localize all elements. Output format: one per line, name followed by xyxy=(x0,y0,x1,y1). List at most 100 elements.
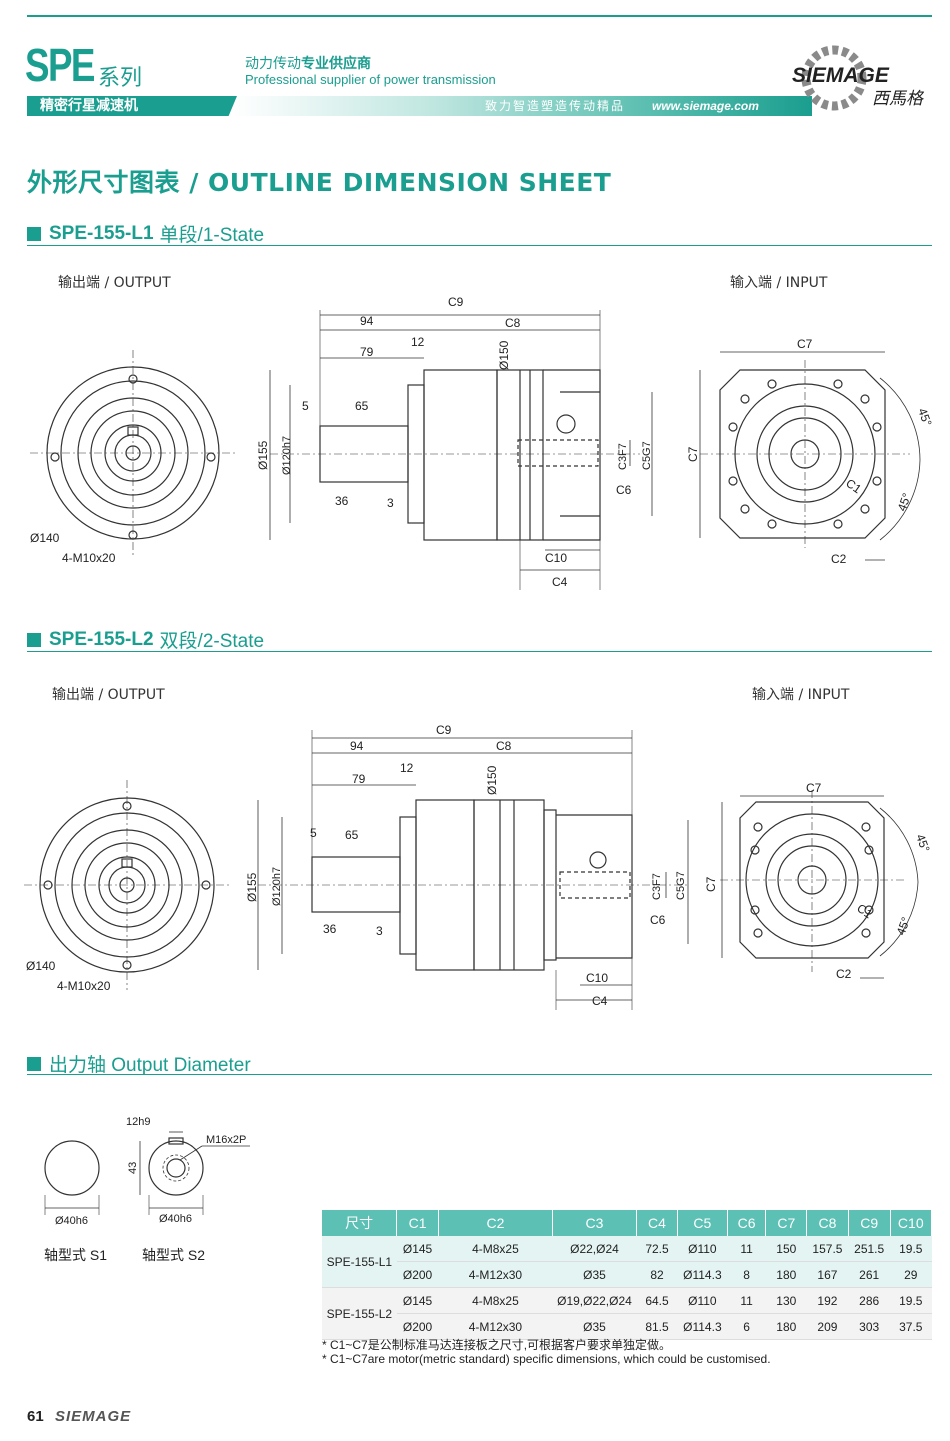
l2-c10: C10 xyxy=(586,971,608,985)
table-cell: 157.5 xyxy=(806,1236,849,1262)
l2-d150: Ø150 xyxy=(485,765,499,795)
l2-c9: C9 xyxy=(436,723,452,737)
sheet-title: 外形尺寸图表 / OUTLINE DIMENSION SHEET xyxy=(27,168,612,197)
website-link[interactable]: www.siemage.com xyxy=(652,99,759,113)
shaft-s2-label: 轴型式 S2 xyxy=(142,1247,205,1263)
table-cell: 72.5 xyxy=(636,1236,678,1262)
l2-c2: C2 xyxy=(836,967,852,981)
supplier-cn-a: 动力传动 xyxy=(245,56,301,72)
l2-side-view xyxy=(257,730,689,1010)
top-rule xyxy=(27,15,932,17)
header-gradient-band xyxy=(232,96,812,116)
note-en: * C1~C7are motor(metric standard) specif… xyxy=(322,1352,771,1366)
table-cell: 192 xyxy=(806,1287,849,1314)
table-cell: Ø114.3 xyxy=(677,1313,728,1340)
l2-output-label: 输出端 / OUTPUT xyxy=(52,687,165,703)
table-cell: 180 xyxy=(765,1261,807,1288)
l2-d36: 36 xyxy=(323,922,337,936)
section-l1-rule xyxy=(27,245,932,246)
section-shaft-title: 出力轴 Output Diameter xyxy=(49,1055,251,1076)
section-shaft-heading: 出力轴 Output Diameter xyxy=(27,1050,251,1077)
l1-c7-top: C7 xyxy=(797,337,813,351)
table-cell: Ø200 xyxy=(396,1261,439,1288)
table-cell: 4-M12x30 xyxy=(438,1261,553,1288)
footer-brand: SIEMAGE xyxy=(55,1408,132,1425)
l1-c9: C9 xyxy=(448,295,464,309)
table-cell: 6 xyxy=(727,1313,766,1340)
l2-d65: 65 xyxy=(345,828,359,842)
table-model-cell: SPE-155-L1 xyxy=(322,1236,397,1288)
note-cn: * C1~C7是公制标准马达连接板之尺寸,可根据客户要求单独定做。 xyxy=(322,1338,672,1352)
l2-angle-top: 45° xyxy=(913,832,932,854)
l1-input-label: 输入端 / INPUT xyxy=(730,275,828,291)
shaft-drawing: 12h9 M16x2P 43 Ø40h6 Ø40h6 轴型式 S1 轴型式 S2 xyxy=(44,1116,250,1263)
shaft-s1-dia: Ø40h6 xyxy=(55,1215,88,1227)
table-header: C4 xyxy=(636,1210,678,1236)
section-marker xyxy=(27,1056,41,1071)
l2-angle-bottom: 45° xyxy=(894,915,913,937)
table-cell: 4-M8x25 xyxy=(438,1236,553,1262)
table-cell: 37.5 xyxy=(890,1313,932,1340)
table-cell: Ø110 xyxy=(677,1236,728,1262)
l1-angle-top: 45° xyxy=(915,406,934,428)
table-cell: Ø200 xyxy=(396,1313,439,1340)
l2-c6: C6 xyxy=(650,913,666,927)
table-cell: 303 xyxy=(848,1313,891,1340)
logo-cn: 西馬格 xyxy=(872,89,925,108)
l1-d150: Ø150 xyxy=(497,340,511,370)
l1-c3: C3F7 xyxy=(617,443,629,470)
l1-input-face-view xyxy=(699,351,921,561)
page-number: 61 xyxy=(27,1408,44,1425)
table-row: Ø200 4-M12x30 Ø35 81.5 Ø114.3 6 180 209 … xyxy=(322,1313,932,1340)
table-cell: 4-M12x30 xyxy=(438,1313,553,1340)
l1-d94: 94 xyxy=(360,314,374,328)
l2-d12: 12 xyxy=(400,761,414,775)
l2-d140: Ø140 xyxy=(26,959,56,973)
l2-output-face-view xyxy=(24,780,230,990)
table-model-cell: SPE-155-L2 xyxy=(322,1287,397,1340)
table-header: 尺寸 xyxy=(322,1210,398,1236)
l1-output-label: 输出端 / OUTPUT xyxy=(58,275,171,291)
l2-d120: Ø120h7 xyxy=(271,867,283,906)
l1-d3: 3 xyxy=(387,496,394,510)
l1-d140: Ø140 xyxy=(30,531,60,545)
l1-angle-bottom: 45° xyxy=(895,491,914,513)
table-row: SPE-155-L2 Ø145 4-M8x25 Ø19,Ø22,Ø24 64.5… xyxy=(322,1287,932,1340)
product-type-band: 精密行星减速机 xyxy=(27,96,237,116)
section-l1-model: SPE-155-L1 xyxy=(49,222,154,244)
section-l2-rule xyxy=(27,651,932,652)
table-header-row: 尺寸 C1 C2 C3 C4 C5 C6 C7 C8 C9 C10 xyxy=(322,1210,933,1236)
l2-bolt: 4-M10x20 xyxy=(57,979,111,993)
table-cell: 167 xyxy=(806,1261,849,1288)
table-cell: 11 xyxy=(727,1287,766,1314)
shaft-height: 43 xyxy=(127,1162,139,1174)
section-l2-stage: 双段/2-State xyxy=(159,631,265,652)
l2-c7-side: C7 xyxy=(704,876,718,892)
table-cell: 81.5 xyxy=(636,1313,678,1340)
l1-c10: C10 xyxy=(545,551,567,565)
table-header: C10 xyxy=(890,1210,933,1236)
l2-d94: 94 xyxy=(350,739,364,753)
section-marker xyxy=(27,226,41,241)
table-cell: Ø22,Ø24 xyxy=(552,1236,637,1262)
l1-d36: 36 xyxy=(335,494,349,508)
l1-d65: 65 xyxy=(355,399,369,413)
l1-d120: Ø120h7 xyxy=(281,436,293,475)
table-row: SPE-155-L1 Ø145 4-M8x25 Ø22,Ø24 72.5 Ø11… xyxy=(322,1236,932,1288)
series-word: 系列 xyxy=(98,66,143,91)
l1-drawing: Ø140 4-M10x20 C9 94 C8 79 12 5 65 36 3 Ø… xyxy=(30,295,935,590)
gear-icon xyxy=(801,45,867,111)
table-cell: 261 xyxy=(848,1261,891,1288)
l1-c8: C8 xyxy=(505,316,521,330)
l2-c8: C8 xyxy=(496,739,512,753)
table-cell: 8 xyxy=(727,1261,766,1288)
l1-d12: 12 xyxy=(411,335,425,349)
table-cell: 64.5 xyxy=(636,1287,678,1314)
series-code: SPE xyxy=(25,39,95,91)
l1-d155: Ø155 xyxy=(256,440,270,470)
table-header: C2 xyxy=(438,1210,553,1236)
l2-c3: C3F7 xyxy=(651,873,663,900)
table-cell: 130 xyxy=(765,1287,807,1314)
l1-c5: C5G7 xyxy=(641,441,653,470)
shaft-s1-label: 轴型式 S1 xyxy=(44,1247,107,1263)
